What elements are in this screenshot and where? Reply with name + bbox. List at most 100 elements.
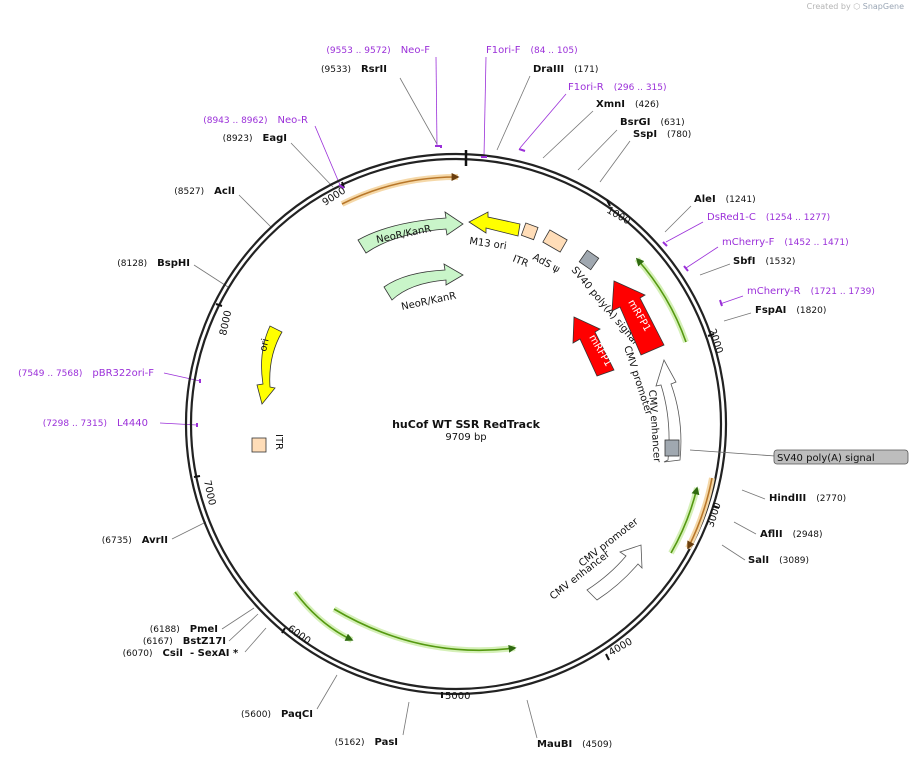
enzyme-position: (6188)	[150, 625, 180, 635]
enzyme-position: (426)	[635, 100, 659, 110]
enzyme-leader-alei	[664, 205, 692, 233]
neokanr-arrow-1	[357, 211, 464, 254]
primer-neo-r[interactable]: Neo-R(8943 .. 8962)	[203, 115, 308, 126]
enzyme-eagi[interactable]: EagI (8923)	[223, 133, 287, 144]
enzyme-bstz17i[interactable]: BstZ17I (6167)	[143, 636, 226, 647]
primer-name: mCherry-R	[747, 286, 801, 297]
cmv-arrow-2	[586, 544, 643, 601]
mrfp1-arrow-b	[572, 316, 615, 377]
neokanr-label-2: NeoR/KanR	[400, 291, 457, 313]
primer-position: (296 .. 315)	[614, 83, 667, 93]
primer-position: (7298 .. 7315)	[43, 419, 107, 429]
tick-label-8000: 8000	[218, 309, 234, 336]
primer-leader-neo-f	[435, 56, 438, 147]
sv40-box-right	[664, 439, 680, 457]
enzyme-hindiii[interactable]: HindIII(2770)	[769, 493, 846, 504]
orf-top-left	[340, 173, 459, 207]
primer-name: mCherry-F	[722, 237, 775, 248]
enzyme-position: (9533)	[321, 65, 351, 75]
enzyme-position: (6735)	[102, 536, 132, 546]
enzyme-name: PaqCI	[281, 709, 313, 720]
primer-dsred1-c[interactable]: DsRed1-C (1254 .. 1277)	[707, 212, 830, 223]
enzyme-position: (171)	[574, 65, 598, 75]
primer-f1ori-r[interactable]: F1ori-R(296 .. 315)	[568, 82, 667, 93]
enzyme-name: BsrGI	[620, 117, 650, 128]
credit-prefix: Created by	[806, 2, 851, 11]
primer-name: L4440	[117, 418, 148, 429]
enzyme-leader-avrii	[171, 521, 207, 540]
itr-box-left	[251, 437, 267, 453]
enzyme-name: EagI	[263, 133, 287, 144]
primer-mcherry-f[interactable]: mCherry-F(1452 .. 1471)	[722, 237, 849, 248]
enzyme-position: (1820)	[796, 306, 826, 316]
enzyme-leader-bsphi	[193, 264, 229, 288]
primer-marks	[196, 145, 723, 427]
enzyme-xmni[interactable]: XmnI(426)	[596, 99, 659, 110]
enzyme-position: (8923)	[223, 134, 253, 144]
primer-name: DsRed1-C	[707, 212, 756, 223]
enzyme-csii[interactable]: CsiI(6070)	[123, 648, 183, 659]
enzyme-leader-acli	[238, 194, 273, 229]
enzyme-pasi[interactable]: PasI (5162)	[335, 737, 398, 748]
enzyme-bsphi[interactable]: BspHI(8128)	[117, 258, 190, 269]
itr-label-left: ITR	[273, 434, 284, 450]
primer-neo-f[interactable]: Neo-F(9553 .. 9572)	[326, 45, 430, 56]
primer-name: Neo-F	[401, 45, 431, 56]
enzyme-position: (6167)	[143, 637, 173, 647]
enzyme-name: SspI	[633, 129, 657, 140]
enzyme-leader-sbfi	[699, 263, 731, 276]
backbone	[184, 150, 728, 696]
cmv-arrow-1	[655, 358, 682, 463]
enzyme-name: BstZ17I	[183, 636, 226, 647]
enzyme-sbfi[interactable]: SbfI(1532)	[733, 256, 795, 267]
center-title: huCof WT SSR RedTrack 9709 bp	[392, 418, 540, 443]
tick-label-5000: 5000	[445, 691, 470, 702]
enzyme-name: AvrII	[142, 535, 168, 546]
enzyme-rsrii[interactable]: RsrII(9533)	[321, 64, 387, 75]
primer-labels: Neo-F(9553 .. 9572) F1ori-F(84 .. 105) F1o…	[18, 45, 875, 429]
enzyme-maubi[interactable]: MauBI(4509)	[537, 739, 612, 750]
itr-label-top: ITR	[511, 254, 530, 270]
primer-pbr322ori-f[interactable]: pBR322ori-F(7549 .. 7568)	[18, 368, 154, 379]
tick-label-7000: 7000	[201, 479, 217, 506]
snapgene-logo-icon: ⬡	[853, 2, 861, 11]
enzyme-name: AclI	[214, 186, 235, 197]
enzyme-sali[interactable]: SalI(3089)	[748, 555, 809, 566]
enzyme-leader-maubi	[526, 699, 538, 739]
enzyme-name: MauBI	[537, 739, 572, 750]
neokanr-arrow-2	[383, 263, 464, 301]
enzyme-leader-rsrii	[399, 77, 438, 145]
enzyme-aflii[interactable]: AflII(2948)	[760, 529, 823, 540]
enzyme-fspai[interactable]: FspAI(1820)	[755, 305, 826, 316]
primer-l4440[interactable]: L4440 (7298 .. 7315)	[43, 418, 148, 429]
enzyme-leader-aflii	[733, 521, 757, 535]
enzyme-acli[interactable]: AclI (8527)	[174, 186, 235, 197]
primer-position: (84 .. 105)	[530, 46, 577, 56]
enzyme-leader-hindiii	[741, 489, 766, 500]
primer-f1ori-f[interactable]: F1ori-F(84 .. 105)	[486, 45, 578, 56]
enzyme-position: (2770)	[816, 494, 846, 504]
enzyme-name: PmeI	[190, 624, 218, 635]
enzyme-position: (5162)	[335, 738, 365, 748]
enzyme-name: CsiI	[163, 648, 183, 659]
primer-position: (1254 .. 1277)	[766, 213, 830, 223]
enzyme-paqci[interactable]: PaqCI (5600)	[241, 709, 313, 720]
enzyme-position: (631)	[660, 118, 684, 128]
enzyme-pmei[interactable]: PmeI (6188)	[150, 624, 218, 635]
enzyme-position: (5600)	[241, 710, 271, 720]
enzyme-draiii[interactable]: DraIII(171)	[533, 64, 598, 75]
ads-psi-label: AdS ψ	[531, 252, 562, 276]
enzyme-leader-xmni	[542, 110, 594, 159]
enzyme-position: (3089)	[779, 556, 809, 566]
itr-box-top	[520, 222, 539, 241]
primer-mcherry-r[interactable]: mCherry-R(1721 .. 1739)	[747, 286, 875, 297]
enzyme-position: (8527)	[174, 187, 204, 197]
primer-leader-mcherry-r	[719, 295, 744, 305]
credit-brand: SnapGene	[862, 2, 904, 11]
enzyme-alei[interactable]: AleI(1241)	[694, 194, 756, 205]
primer-leader-f1ori-f	[483, 56, 487, 157]
enzyme-name: PasI	[375, 737, 398, 748]
enzyme-avrii[interactable]: AvrII (6735)	[102, 535, 168, 546]
enzyme-sspi[interactable]: SspI(780)	[633, 129, 691, 140]
enzyme-bsrgi[interactable]: BsrGI (631)	[620, 117, 685, 128]
